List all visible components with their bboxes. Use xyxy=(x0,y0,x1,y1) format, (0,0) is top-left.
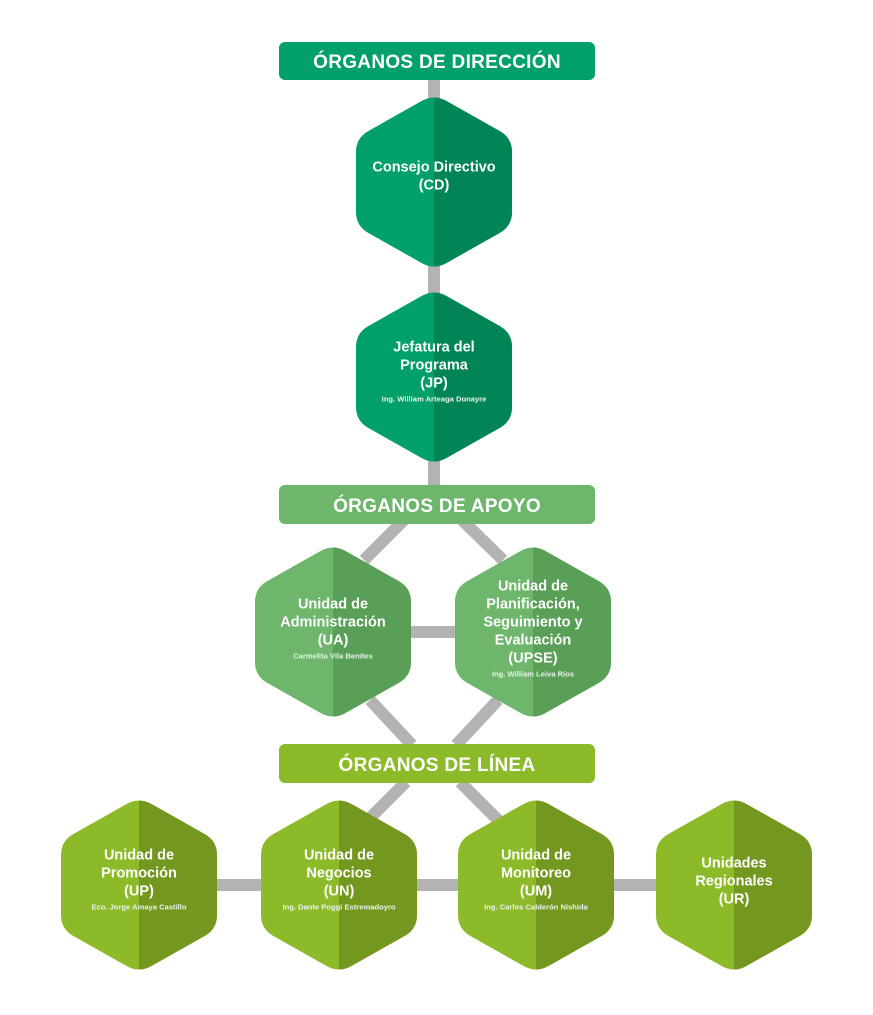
unit-label-upse-4: (UPSE) xyxy=(508,651,557,667)
unit-label-cd-1: (CD) xyxy=(419,178,450,194)
unit-label-upse-1: Planificación, xyxy=(486,597,579,613)
unit-label-um-0: Unidad de xyxy=(501,848,571,864)
unit-label-cd-0: Consejo Directivo xyxy=(372,160,495,176)
section-header-linea: ÓRGANOS DE LÍNEA xyxy=(279,744,595,783)
unit-label-ua-2: (UA) xyxy=(318,633,349,649)
unit-label-un-0: Unidad de xyxy=(304,848,374,864)
unit-label-ua-1: Administración xyxy=(280,615,386,631)
unit-node-um: Unidad de Monitoreo (UM) Ing. Carlos Calder… xyxy=(458,800,614,970)
unit-label-ur-2: (UR) xyxy=(719,892,750,908)
unit-label-up-0: Unidad de xyxy=(104,848,174,864)
unit-nodes: Consejo Directivo (CD) Jefatura delProgram… xyxy=(61,97,812,970)
unit-node-ua: Unidad de Administración (UA) Carmelita Vil… xyxy=(255,547,411,717)
unit-person-jp: Ing. William Arteaga Donayre xyxy=(382,395,487,404)
connector-apoyo-ua xyxy=(359,515,409,565)
unit-node-un: Unidad de Negocios (UN) Ing. Dante Poggi Es… xyxy=(261,800,417,970)
section-title-direccion: ÓRGANOS DE DIRECCIÓN xyxy=(313,51,561,73)
unit-node-cd: Consejo Directivo (CD) xyxy=(356,97,512,267)
unit-label-up-2: (UP) xyxy=(124,884,154,900)
unit-person-upse: Ing. William Leiva Ríos xyxy=(492,670,574,679)
unit-label-un-2: (UN) xyxy=(324,884,355,900)
unit-person-up: Eco. Jorge Amaya Castillo xyxy=(91,903,186,912)
unit-label-jp-2: (JP) xyxy=(420,376,448,392)
connector-upse-linea xyxy=(451,695,503,750)
unit-label-jp-0: Jefatura del xyxy=(393,340,474,356)
unit-label-ur-1: Regionales xyxy=(695,874,772,890)
unit-label-jp-1: Programa xyxy=(400,358,469,374)
unit-label-up-1: Promoción xyxy=(101,866,177,882)
section-header-apoyo: ÓRGANOS DE APOYO xyxy=(279,485,595,524)
unit-label-um-1: Monitoreo xyxy=(501,866,571,882)
unit-label-ur-0: Unidades xyxy=(701,856,766,872)
section-header-direccion: ÓRGANOS DE DIRECCIÓN xyxy=(279,42,595,80)
unit-person-um: Ing. Carlos Calderón Nishida xyxy=(484,903,589,912)
section-title-apoyo: ÓRGANOS DE APOYO xyxy=(333,495,541,517)
unit-person-ua: Carmelita Vila Benites xyxy=(293,652,373,661)
connector-ua-linea xyxy=(365,695,417,750)
connector-apoyo-upse xyxy=(457,515,508,565)
unit-label-un-1: Negocios xyxy=(306,866,371,882)
connector-linea-um xyxy=(455,777,505,827)
connector-lines xyxy=(212,78,664,891)
unit-label-upse-3: Evaluación xyxy=(495,633,572,649)
unit-label-um-2: (UM) xyxy=(520,884,552,900)
section-title-linea: ÓRGANOS DE LÍNEA xyxy=(339,754,536,776)
unit-node-upse: Unidad de Planificación, Seguimiento y Eval… xyxy=(455,547,611,717)
unit-person-un: Ing. Dante Poggi Estremadoyro xyxy=(282,903,395,912)
unit-label-ua-0: Unidad de xyxy=(298,597,368,613)
unit-label-upse-0: Unidad de xyxy=(498,579,568,595)
unit-label-upse-2: Seguimiento y xyxy=(483,615,582,631)
connector-linea-un xyxy=(361,777,411,827)
unit-node-up: Unidad de Promoción (UP) Eco. Jorge Amaya C… xyxy=(61,800,217,970)
